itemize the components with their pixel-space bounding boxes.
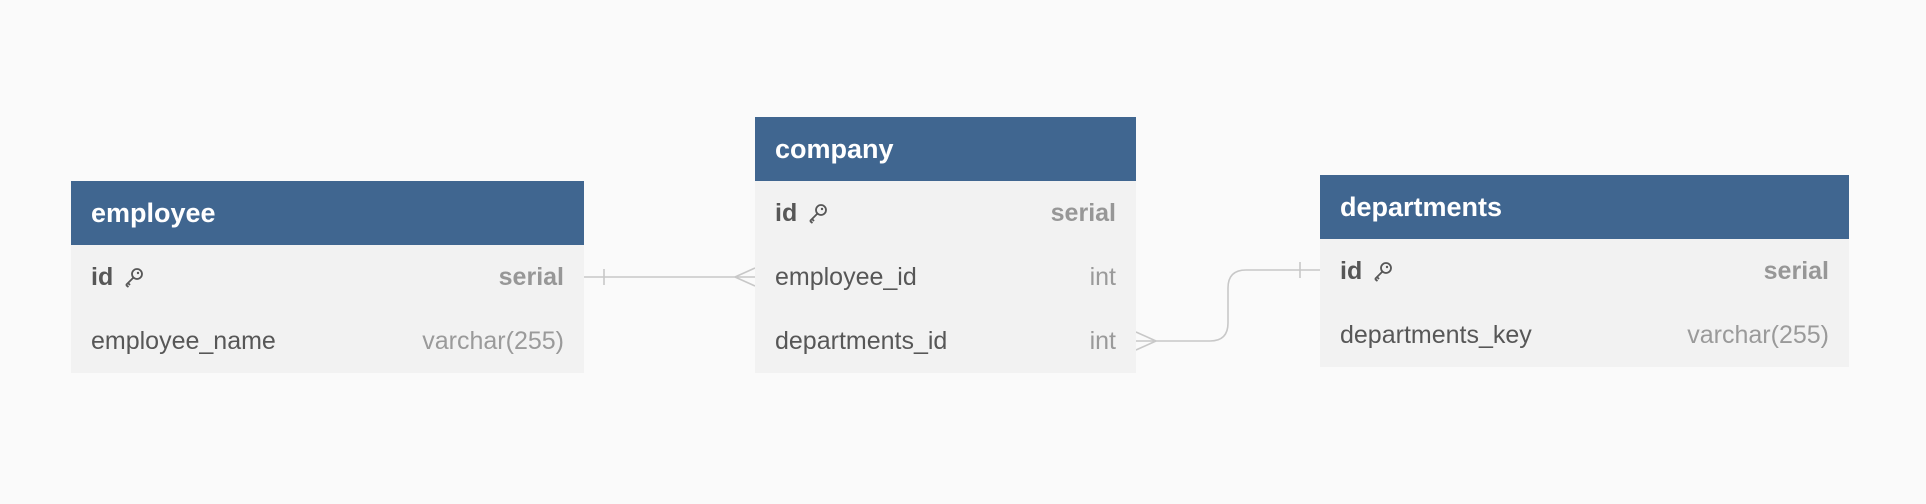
field-name: departments_id	[775, 326, 948, 355]
relationship-employee-company[interactable]	[584, 267, 756, 287]
field-type: varchar(255)	[1687, 320, 1829, 349]
field-name: employee_name	[91, 326, 276, 355]
field-row-employee-id[interactable]: employee_id int	[755, 245, 1136, 309]
field-row-departments-key[interactable]: departments_key varchar(255)	[1320, 303, 1849, 367]
field-type: int	[1089, 262, 1116, 291]
field-type: varchar(255)	[422, 326, 564, 355]
field-name: id	[91, 262, 114, 291]
connector-line	[1136, 269, 1320, 342]
field-name: id	[1340, 256, 1363, 285]
field-name: employee_id	[775, 262, 917, 291]
field-row-id[interactable]: id serial	[71, 245, 584, 309]
field-type: serial	[1763, 256, 1829, 285]
field-name: id	[775, 198, 798, 227]
relationship-company-departments[interactable]	[1135, 262, 1320, 351]
field-row-id[interactable]: id serial	[1320, 239, 1849, 303]
table-employee[interactable]: employee id serial employee_name varchar…	[71, 181, 584, 373]
key-icon	[1374, 262, 1393, 282]
field-type: serial	[1050, 198, 1116, 227]
field-type: int	[1089, 326, 1116, 355]
table-departments[interactable]: departments id serial departments_key va…	[1320, 175, 1849, 367]
field-row-employee-name[interactable]: employee_name varchar(255)	[71, 309, 584, 373]
key-icon	[809, 204, 828, 224]
many-marker	[734, 267, 756, 287]
field-row-departments-id[interactable]: departments_id int	[755, 309, 1136, 373]
many-marker	[1135, 331, 1157, 351]
field-type: serial	[498, 262, 564, 291]
table-header[interactable]: departments	[1320, 175, 1849, 239]
field-row-id[interactable]: id serial	[755, 181, 1136, 245]
table-company[interactable]: company id serial employee_id int depart…	[755, 117, 1136, 373]
field-name: departments_key	[1340, 320, 1532, 349]
key-icon	[125, 268, 144, 288]
table-header[interactable]: company	[755, 117, 1136, 181]
table-header[interactable]: employee	[71, 181, 584, 245]
